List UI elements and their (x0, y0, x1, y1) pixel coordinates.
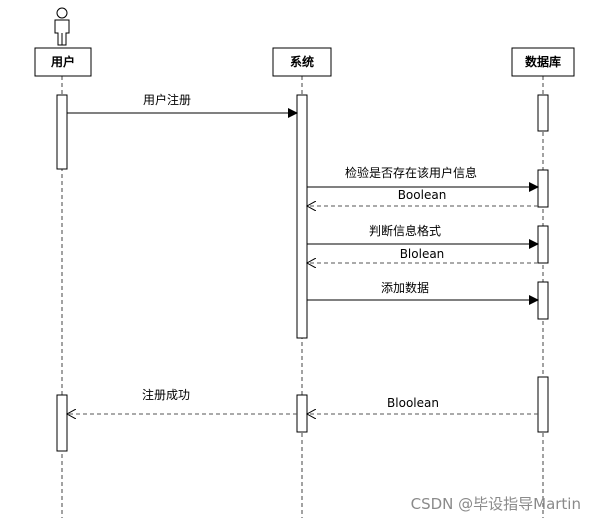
database-activation-1 (537, 94, 549, 132)
database-activation-5 (537, 376, 549, 433)
participant-system-label: 系统 (290, 54, 314, 69)
return-label-boolean-2: Blolean (400, 247, 445, 261)
database-activation-2 (537, 169, 549, 208)
participant-user: 用户 (34, 47, 92, 77)
participant-database: 数据库 (511, 47, 575, 77)
message-label-add-data: 添加数据 (381, 280, 429, 295)
return-label-register-success: 注册成功 (142, 387, 190, 402)
participant-system: 系统 (272, 47, 332, 77)
user-activation-2 (56, 394, 68, 452)
database-activation-4 (537, 281, 549, 320)
participant-user-label: 用户 (50, 54, 75, 69)
actor-icon (54, 7, 70, 46)
return-label-boolean-3: Bloolean (387, 396, 439, 410)
watermark: CSDN @毕设指导Martin (411, 495, 581, 513)
message-label-register: 用户注册 (143, 92, 191, 107)
message-label-check-format: 判断信息格式 (369, 223, 441, 238)
user-activation-1 (56, 94, 68, 170)
message-label-check-user: 检验是否存在该用户信息 (345, 165, 477, 180)
participant-database-label: 数据库 (525, 54, 561, 69)
system-activation-2 (296, 394, 308, 433)
return-label-boolean-1: Boolean (398, 188, 447, 202)
database-activation-3 (537, 225, 549, 264)
system-activation-1 (296, 94, 308, 339)
